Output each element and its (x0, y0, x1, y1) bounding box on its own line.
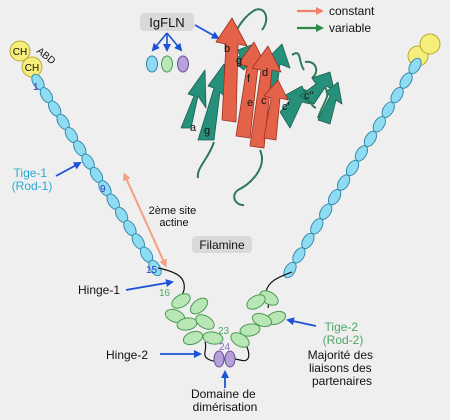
igfln-icon-green (161, 55, 173, 73)
igfln-label-bg (140, 13, 194, 31)
strand-a (180, 69, 207, 129)
domain-16 (171, 293, 191, 309)
green-domains-left (164, 293, 224, 346)
rod-1-label: Tige-1 (Rod-1) (12, 166, 53, 193)
strand-b (215, 17, 248, 123)
legend-constant-label: constant (329, 4, 375, 18)
ch-domain-right-2 (419, 33, 441, 55)
strand-label-c-dprime: c" (304, 90, 314, 102)
legend: constant variable (297, 4, 375, 35)
domain-number-24: 24 (219, 342, 231, 353)
domain-20r (239, 323, 261, 337)
second-actin-site-label: 2ème site actine (149, 205, 200, 229)
second-actin-site-arrow (123, 172, 167, 268)
domain-21 (182, 330, 204, 346)
igfln-fan-arrows (151, 32, 183, 52)
hinge-2-label: Hinge-2 (106, 348, 148, 362)
ch-domain-1 (9, 40, 31, 62)
domain-number-9: 9 (100, 184, 106, 195)
igfln-icon-blue (146, 55, 158, 73)
ch-label-1: CH (13, 47, 27, 58)
domain-19r (251, 312, 273, 328)
hinge-1-label: Hinge-1 (78, 283, 120, 297)
domain-number-23: 23 (218, 326, 230, 337)
title-bg (192, 236, 252, 253)
dimer-label: Domaine de dimérisation (191, 387, 259, 414)
rod-2-label: Tige-2 (Rod-2) (323, 320, 364, 347)
igfln-label: IgFLN (149, 15, 184, 30)
strand-label-g-top: g (236, 55, 242, 67)
domain-21r (230, 332, 250, 348)
strand-c-dprime (299, 71, 335, 105)
strand-label-c: c (261, 95, 267, 107)
domain-number-15: 15 (146, 265, 158, 276)
domain-24-left (213, 350, 225, 368)
igfln-structure: b g d f e c c' c" a g (180, 8, 343, 207)
strand-label-f: f (247, 73, 251, 85)
strand-label-b: b (224, 43, 230, 55)
strand-label-g: g (204, 125, 210, 137)
green-domains-right (230, 290, 287, 348)
rod-1-arrow (55, 162, 82, 177)
strand-label-d: d (262, 67, 268, 79)
diagram-title: Filamine (199, 238, 245, 252)
strand-label-c-prime: c' (282, 101, 290, 113)
legend-variable-label: variable (329, 21, 371, 35)
domain-17r (246, 294, 266, 310)
igfln-icon-purple (177, 55, 189, 73)
strand-c (263, 79, 289, 141)
partners-label: Majorité des liaisons des partenaires (308, 348, 377, 388)
rod-2-arrow (286, 317, 317, 327)
domain-24-right (224, 350, 236, 368)
domain-20 (195, 314, 215, 330)
ch-label-2: CH (25, 63, 39, 74)
igfln-to-structure-arrow (194, 24, 220, 39)
strand-label-e: e (247, 97, 253, 109)
domain-22 (202, 331, 224, 345)
strand-label-a: a (190, 122, 197, 134)
hinge-1-arrow (125, 279, 174, 291)
domain-number-1: 1 (33, 82, 39, 93)
domain-19 (189, 297, 209, 315)
domain-number-16: 16 (159, 288, 171, 299)
strand-far-right (317, 81, 343, 125)
